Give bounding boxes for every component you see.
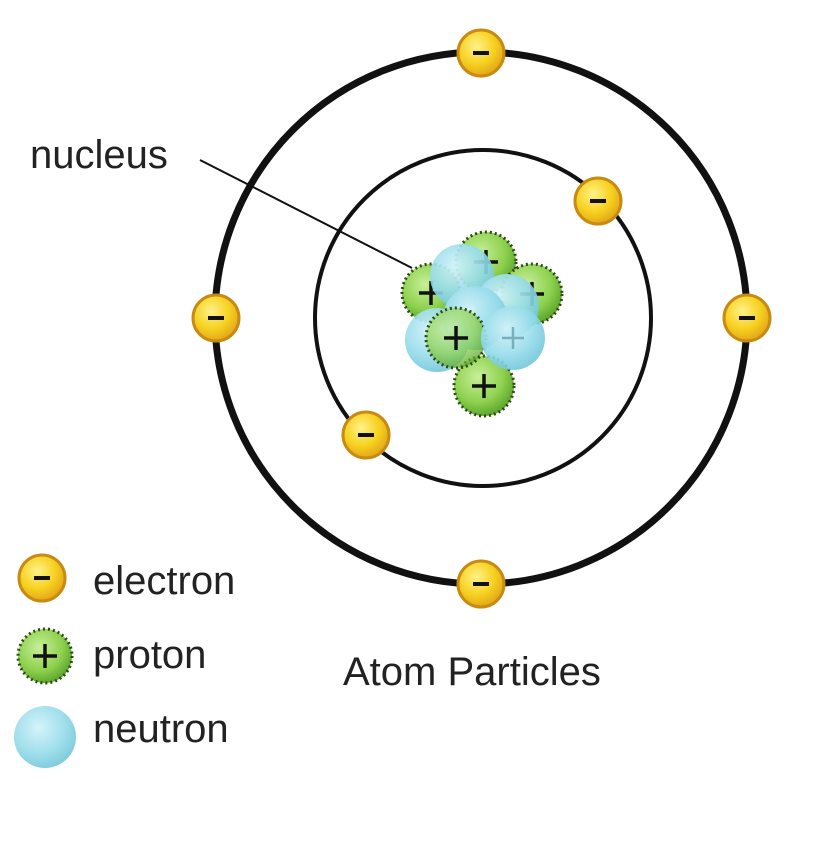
electron (573, 176, 623, 226)
diagram-title: Atom Particles (343, 650, 601, 694)
legend-label-proton: proton (93, 633, 206, 677)
proton (424, 306, 488, 370)
legend-proton: proton (16, 627, 206, 685)
nucleus-pointer-line (199, 159, 413, 269)
electron (722, 293, 772, 343)
electron (341, 410, 391, 460)
proton-icon (16, 627, 74, 685)
legend-label-neutron: neutron (93, 707, 229, 751)
electron (456, 28, 506, 78)
legend: electron proton neutron (14, 553, 235, 768)
nucleus-label: nucleus (30, 133, 168, 177)
legend-neutron: neutron (14, 706, 229, 768)
legend-label-electron: electron (93, 559, 235, 603)
inner-orbit (313, 148, 653, 488)
electron-icon (17, 553, 67, 603)
neutron-icon (14, 706, 76, 768)
electron (456, 559, 506, 609)
legend-electron: electron (17, 553, 235, 603)
electron (191, 293, 241, 343)
neutron (481, 306, 545, 370)
nucleus (400, 230, 564, 418)
proton (452, 354, 516, 418)
